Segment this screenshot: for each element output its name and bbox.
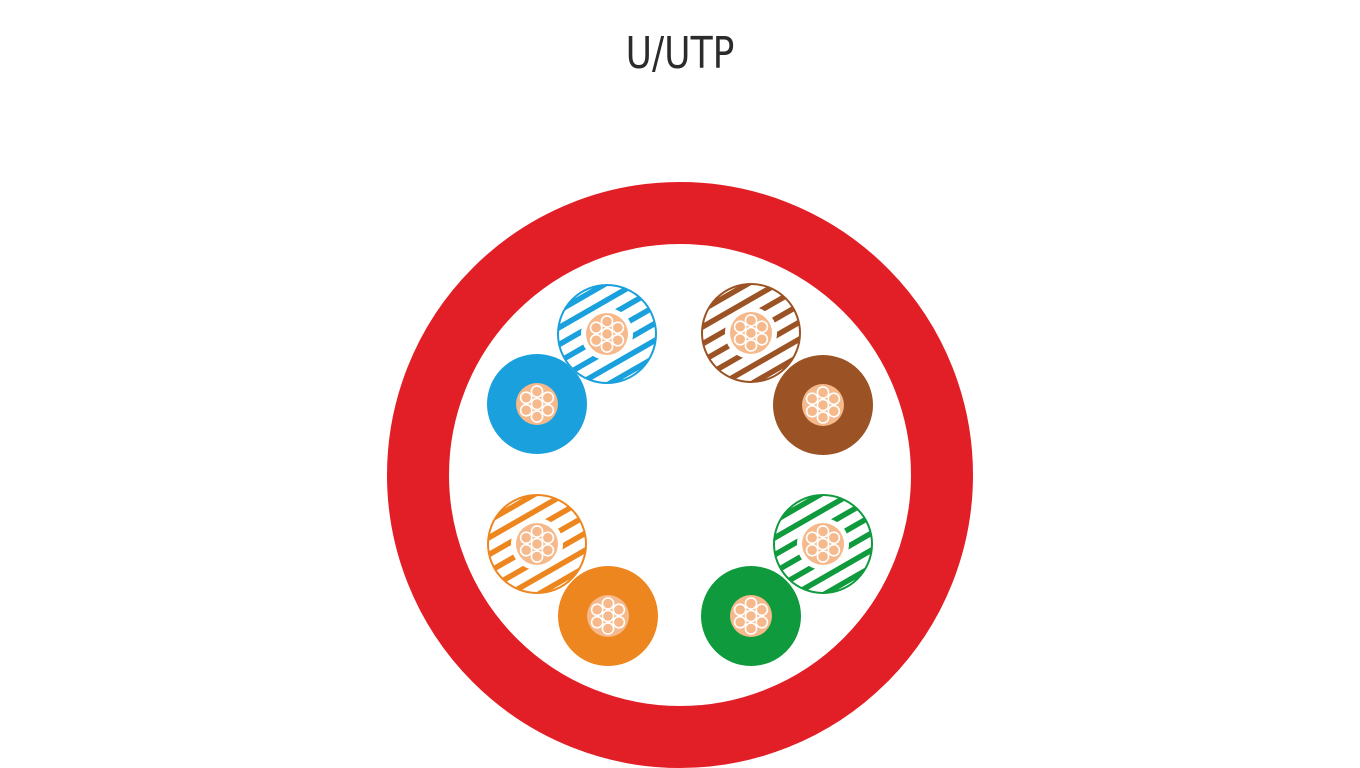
copper-strand (600, 340, 614, 353)
copper-strand (816, 550, 830, 563)
copper-strand (816, 386, 830, 399)
copper-strand (530, 537, 544, 551)
copper-strand (805, 404, 819, 418)
copper-strand (744, 326, 758, 340)
copper-strand (816, 398, 830, 412)
copper-strand (612, 603, 626, 617)
copper-strand (601, 609, 615, 623)
copper-strand (590, 603, 604, 617)
copper-strand (816, 525, 830, 538)
wire-outline (487, 494, 587, 594)
stripe (774, 495, 872, 559)
page-title: U/UTP (625, 28, 735, 79)
copper-strand (530, 525, 544, 538)
copper-strand (755, 615, 769, 629)
copper-strand (827, 404, 841, 418)
copper-strand (755, 332, 769, 346)
stripe (488, 529, 586, 593)
stripe (488, 495, 586, 559)
copper-strand (519, 403, 533, 417)
copper-strand (827, 543, 841, 557)
copper-strand (744, 339, 758, 352)
copper-strand (744, 609, 758, 623)
stripe (702, 318, 800, 382)
copper-strand (744, 622, 758, 635)
copper-strand (744, 597, 758, 610)
orange-striped-wire (487, 494, 587, 594)
copper-strand (530, 397, 544, 411)
copper-strand (733, 615, 747, 629)
orange-solid-wire (558, 566, 658, 666)
copper-strand (541, 543, 555, 557)
copper-strand (530, 385, 544, 398)
copper-strand (611, 321, 625, 335)
blue-pair (487, 284, 657, 454)
stripe (558, 319, 656, 383)
copper-strand (733, 320, 747, 334)
copper-strand (755, 603, 769, 617)
stripe (558, 285, 656, 349)
copper-strand (816, 537, 830, 551)
copper-strand (805, 531, 819, 545)
copper-strand (589, 321, 603, 335)
blue-solid-wire (487, 354, 587, 454)
brown-solid-wire (773, 355, 873, 455)
orange-pair (487, 494, 658, 666)
copper-strand (805, 543, 819, 557)
copper-strand (530, 550, 544, 563)
copper-strand (601, 597, 615, 610)
copper-strand (805, 392, 819, 406)
wire-outline (773, 494, 873, 594)
wire-outline (557, 284, 657, 384)
green-pair (701, 494, 873, 666)
copper-strand (601, 622, 615, 635)
copper-strand (519, 391, 533, 405)
copper-strand (590, 615, 604, 629)
copper-strand (733, 603, 747, 617)
copper-strand (589, 333, 603, 347)
outer-jacket (387, 182, 973, 768)
stripe (702, 284, 800, 348)
brown-striped-wire (701, 283, 801, 383)
copper-strand (816, 411, 830, 424)
stripe (774, 529, 872, 593)
copper-strand (541, 531, 555, 545)
copper-strand (519, 543, 533, 557)
copper-strand (733, 332, 747, 346)
copper-strand (827, 531, 841, 545)
green-solid-wire (701, 566, 801, 666)
green-striped-wire (773, 494, 873, 594)
copper-strand (755, 320, 769, 334)
copper-strand (744, 314, 758, 327)
copper-strand (612, 615, 626, 629)
brown-pair (701, 283, 873, 455)
copper-strand (600, 315, 614, 328)
copper-strand (827, 392, 841, 406)
copper-strand (530, 410, 544, 423)
copper-strand (541, 391, 555, 405)
copper-strand (600, 327, 614, 341)
wire-outline (701, 283, 801, 383)
blue-striped-wire (557, 284, 657, 384)
copper-strand (519, 531, 533, 545)
copper-strand (611, 333, 625, 347)
copper-strand (541, 403, 555, 417)
